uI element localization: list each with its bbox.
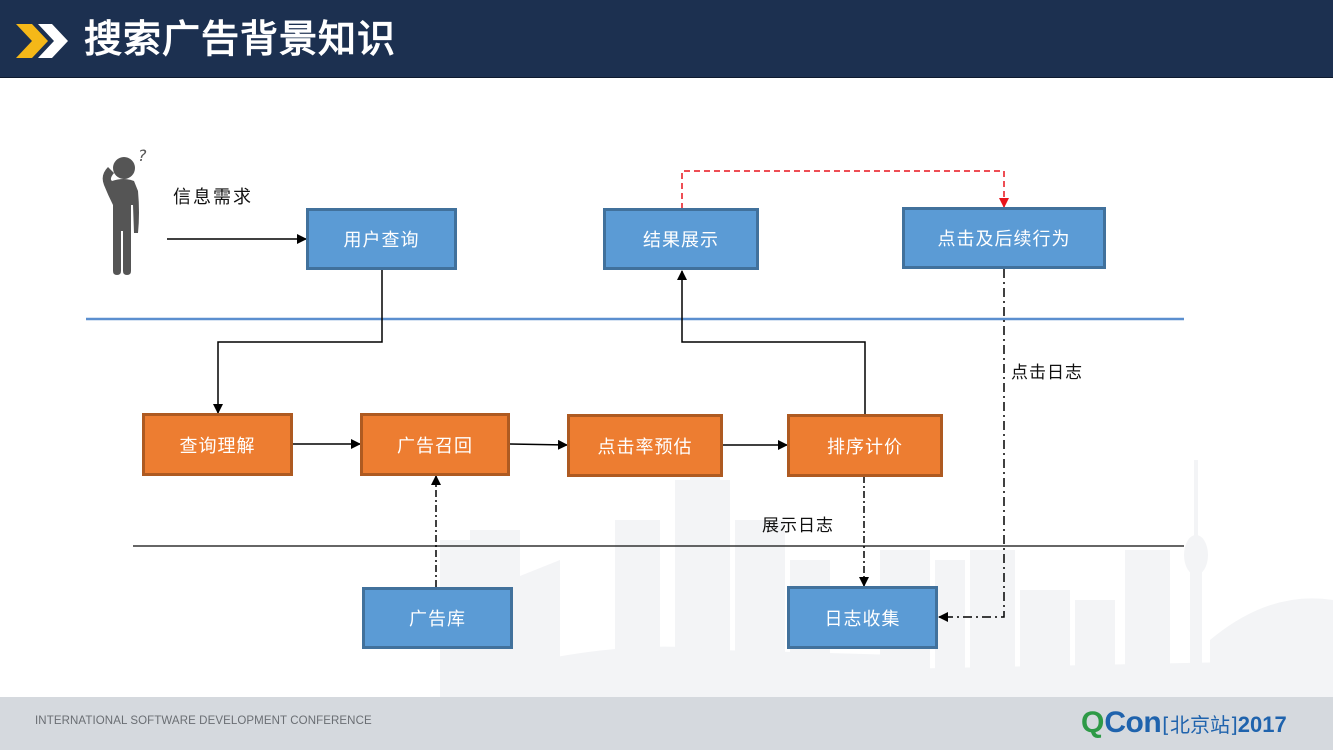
logo-con: Con [1104, 706, 1162, 739]
node-label: 用户查询 [343, 230, 420, 251]
node-label: 广告召回 [397, 435, 473, 457]
node-label: 结果展示 [643, 230, 719, 251]
qcon-logo: Q Con [北京站] 2017 [1081, 706, 1287, 740]
node-label: 排序计价 [827, 436, 903, 458]
logo-year: 2017 [1237, 712, 1287, 737]
edge-label-impression-log: 展示日志 [762, 516, 834, 536]
node-ad-retrieval[interactable]: 广告召回 [360, 413, 510, 476]
conference-name: INTERNATIONAL SOFTWARE DEVELOPMENT CONFE… [35, 715, 372, 727]
slide-header: 搜索广告背景知识 [0, 0, 1333, 78]
node-label: 点击及后续行为 [937, 229, 1071, 250]
svg-text:?: ? [138, 146, 147, 165]
logo-q: Q [1081, 706, 1105, 739]
edge-user-query-to-query-understanding [213, 270, 383, 414]
node-ad-database[interactable]: 广告库 [362, 587, 513, 649]
node-query-understanding[interactable]: 查询理解 [142, 413, 293, 476]
node-click-behavior[interactable]: 点击及后续行为 [902, 207, 1106, 269]
node-label: 查询理解 [179, 435, 256, 457]
edge-result-display-to-click-behavior [681, 170, 1009, 209]
node-user-query[interactable]: 用户查询 [306, 208, 457, 270]
edge-ad-retrieval-to-ctr-prediction [509, 439, 568, 450]
edge-label-click-log: 点击日志 [1011, 363, 1083, 383]
node-label: 日志收集 [824, 608, 901, 630]
slide-title: 搜索广告背景知识 [84, 17, 397, 61]
edge-click-behavior-to-log-collection [938, 269, 1005, 622]
confused-person-icon: ? [102, 146, 147, 275]
node-label: 点击率预估 [597, 436, 693, 458]
actor-label: 信息需求 [173, 187, 253, 208]
node-ctr-prediction[interactable]: 点击率预估 [567, 414, 723, 477]
slide-footer: INTERNATIONAL SOFTWARE DEVELOPMENT CONFE… [0, 697, 1333, 750]
node-log-collection[interactable]: 日志收集 [787, 586, 938, 649]
double-chevron-right-icon [16, 24, 68, 58]
logo-city: [北京站] [1162, 713, 1238, 737]
flow-connectors [86, 170, 1184, 622]
edge-ranking-to-result-display [677, 270, 866, 414]
node-result-display[interactable]: 结果展示 [603, 208, 759, 270]
node-label: 广告库 [409, 609, 466, 630]
node-ranking-pricing[interactable]: 排序计价 [787, 414, 943, 477]
